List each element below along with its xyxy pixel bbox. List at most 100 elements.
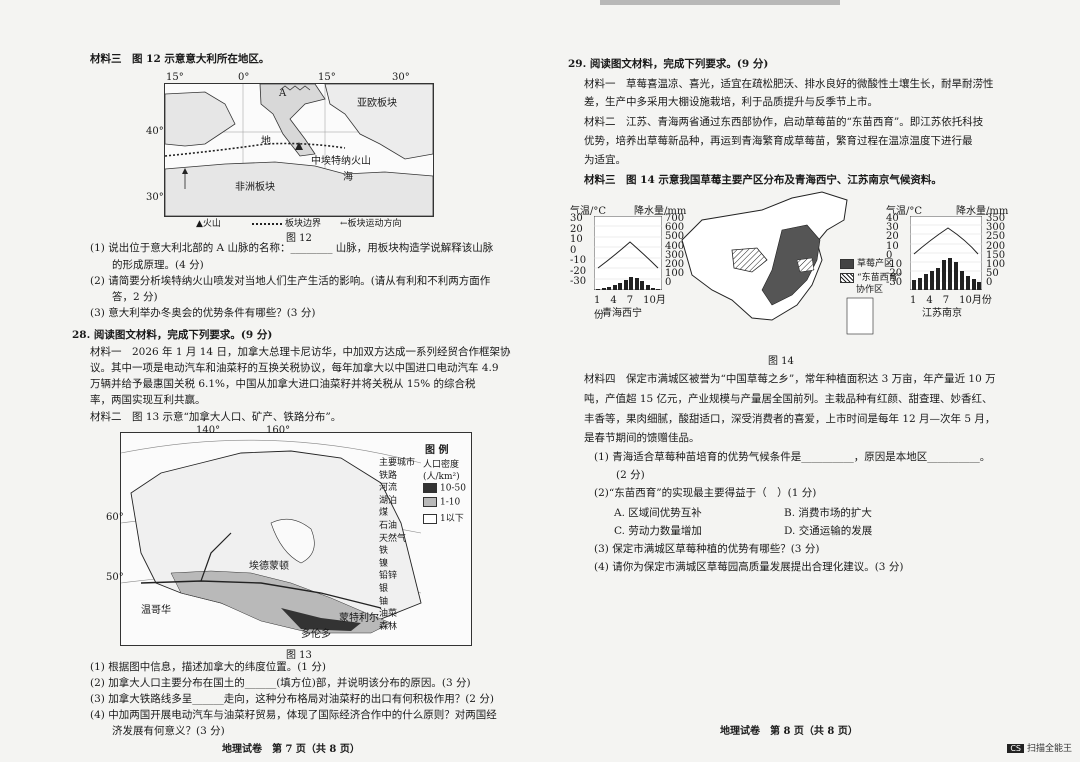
lon-15w: 15°	[166, 72, 184, 83]
q27-2-line2: 答，2 分)	[112, 291, 158, 303]
city-edmonton: 埃德蒙顿	[249, 561, 289, 572]
label-sea-2: 海	[343, 172, 353, 183]
legend-iron: 铁	[379, 546, 389, 557]
china-map-svg	[681, 191, 874, 335]
lon-140: 140°	[196, 425, 221, 436]
xining-plot-svg	[594, 216, 662, 290]
q28-m1-line4: 率，两国实现互利共赢。	[90, 394, 206, 406]
label-etna-volcano: 中埃特纳火山	[311, 156, 371, 167]
legend-uranium: 铀	[379, 596, 389, 607]
q28-3: (3) 加拿大铁路线多呈______走向，这种分布格局对油菜籽的出口有何积极作用…	[90, 693, 494, 705]
xining-name: 青海西宁	[602, 308, 642, 319]
lat-60: 60°	[106, 512, 124, 523]
city-vancouver: 温哥华	[141, 605, 171, 616]
fig12-legend-motion: ←板块运动方向	[340, 219, 402, 229]
italy-map-svg	[164, 83, 434, 217]
canada-map-svg	[120, 439, 422, 634]
legend-forest: 森林	[379, 621, 398, 632]
figure-14-caption: 图 14	[768, 356, 794, 367]
q29-m4-line2: 吨，产值超 15 亿元，产业规模与产量居全国前列。主栽品种有红颜、甜查理、妙香红…	[584, 393, 993, 405]
option-a: A. 区域间优势互补	[614, 507, 702, 519]
q28-m1-line2: 议。其中一项是电动汽车和油菜籽的互换关税协议，每年加拿大以中国进口电动汽车 4.…	[90, 362, 499, 374]
nanjing-name: 江苏南京	[922, 308, 962, 319]
lon-0: 0°	[238, 72, 250, 83]
city-toronto: 多伦多	[301, 629, 331, 640]
density-unit: (人/km²)	[423, 472, 460, 482]
legend-city: 主要城市	[379, 458, 416, 468]
lon-160: 160°	[266, 425, 291, 436]
fig14-legend-cooperation-2: 协作区	[856, 285, 884, 295]
legend-gas: 天然气	[379, 533, 407, 544]
fig14-legend-cooperation: “东苗西育”	[840, 270, 902, 283]
nanjing-months: 1 4 7 10月份	[910, 295, 992, 306]
q29-m1-line2: 差，生产中多采用大棚设施栽培，利于品质提升与反季节上市。	[584, 96, 878, 108]
figure-13-caption: 图 13	[286, 650, 312, 661]
legend-coal: 煤	[379, 508, 389, 519]
q29-m2-line3: 为适宜。	[584, 154, 626, 166]
legend-rapeseed: 油菜	[379, 609, 398, 620]
q28-m2: 材料二 图 13 示意“加拿大人口、矿产、铁路分布”。	[90, 411, 342, 423]
q29-3: (3) 保定市满城区草莓种植的优势有哪些？(3 分)	[594, 543, 820, 555]
footer-page-7: 地理试卷 第 7 页（共 8 页）	[222, 744, 360, 755]
label-eurasian-plate: 亚欧板块	[357, 98, 397, 109]
material-3-title: 材料三 图 12 示意意大利所在地区。	[90, 53, 270, 65]
figure-12-caption: 图 12	[286, 233, 312, 244]
q29-m3: 材料三 图 14 示意我国草莓主要产区分布及青海西宁、江苏南京气候资料。	[584, 174, 942, 186]
q27-2-line1: (2) 请简要分析埃特纳火山喷发对当地人们生产生活的影响。(请从有利和不利两方面…	[90, 275, 491, 287]
q29-m4-line3: 丰香等，果肉细腻，酸甜适口，深受消费者的喜爱，上市时间是每年 12 月—次年 5…	[584, 413, 996, 425]
legend-railway: 铁路	[379, 470, 398, 481]
q28-4-line1: (4) 中加两国开展电动汽车与油菜籽贸易，体现了国际经济合作中的什么原则？对两国…	[90, 709, 497, 721]
q28-4-line2: 济发展有何意义？(3 分)	[112, 725, 225, 737]
q29-1: (1) 青海适合草莓种苗培育的优势气候条件是__________，原因是本地区_…	[594, 451, 991, 463]
xining-precip-label: 降水量/mm	[634, 206, 687, 217]
city-montreal: 蒙特利尔	[339, 613, 379, 624]
page-7: 材料三 图 12 示意意大利所在地区。 A 亚欧板块 地 海	[72, 53, 511, 755]
q29-title: 29. 阅读图文材料，完成下列要求。(9 分)	[568, 58, 769, 70]
china-map: 草莓产区 “东苗西育” 协作区	[672, 190, 902, 338]
footer-page-8: 地理试卷 第 8 页（共 8 页）	[720, 726, 858, 737]
fig12-legend-boundary: 板块边界	[252, 216, 321, 229]
figure-13-map: 埃德蒙顿 温哥华 蒙特利尔 多伦多 图 例 主要城市 铁路 河流 湖泊 煤 石油…	[120, 432, 472, 646]
legend-nickel: 镍	[379, 558, 389, 569]
nanjing-temp-label: 气温/°C	[886, 206, 923, 217]
fig13-legend-title: 图 例	[425, 445, 449, 456]
label-sea-1: 地	[261, 136, 271, 147]
fig14-legend-strawberry: 草莓产区	[840, 256, 893, 269]
q27-1-line2: 的形成原理。(4 分)	[112, 259, 204, 271]
q28-1: (1) 根据图中信息，描述加拿大的纬度位置。(1 分)	[90, 661, 326, 673]
option-d: D. 交通运输的发展	[784, 525, 873, 537]
lon-30e: 30°	[392, 72, 410, 83]
q28-title: 28. 阅读图文材料，完成下列要求。(9 分)	[72, 329, 273, 341]
xining-months: 1 4 7 10月份	[594, 295, 666, 321]
legend-silver: 银	[379, 583, 389, 594]
nanjing-plot-svg	[910, 216, 982, 290]
legend-lake: 湖泊	[379, 495, 398, 506]
option-c: C. 劳动力数量增加	[614, 525, 702, 537]
page-8: 29. 阅读图文材料，完成下列要求。(9 分) 材料一 草莓喜温凉、喜光，适宜在…	[540, 0, 1080, 762]
fig12-legend-volcano: ▲火山	[196, 219, 221, 229]
q27-1-line1: (1) 说出位于意大利北部的 A 山脉的名称：________ 山脉，用板块构造…	[90, 242, 494, 254]
header-smudge	[600, 0, 840, 5]
q29-m2-line1: 材料二 江苏、青海两省通过东西部协作，启动草莓苗的“东苗西育”。即江苏依托科技	[584, 116, 984, 128]
q29-m1-line1: 材料一 草莓喜温凉、喜光，适宜在疏松肥沃、排水良好的微酸性土壤生长，耐旱耐涝性	[584, 78, 994, 90]
legend-lead-zinc: 铅锌	[379, 571, 398, 582]
figure-12-map: A 亚欧板块 地 海 中埃特纳火山 非洲板块	[164, 83, 434, 217]
q28-m1-line1: 材料一 2026 年 1 月 14 日，加拿大总理卡尼访华，中加双方达成一系列经…	[90, 346, 511, 358]
label-a-mountains: A	[279, 88, 287, 99]
density-high: 10-50	[423, 483, 466, 494]
q28-m1-line3: 万辆并给予最惠国关税 6.1%，中国从加拿大进口油菜籽并将关税从 15% 的综合…	[90, 378, 476, 390]
density-mid: 1-10	[423, 497, 460, 508]
nanjing-precip-label: 降水量/mm	[956, 206, 1009, 217]
lon-15e: 15°	[318, 72, 336, 83]
lat-50: 50°	[106, 572, 124, 583]
lat-40: 40°	[146, 126, 164, 137]
option-b: B. 消费市场的扩大	[784, 507, 872, 519]
